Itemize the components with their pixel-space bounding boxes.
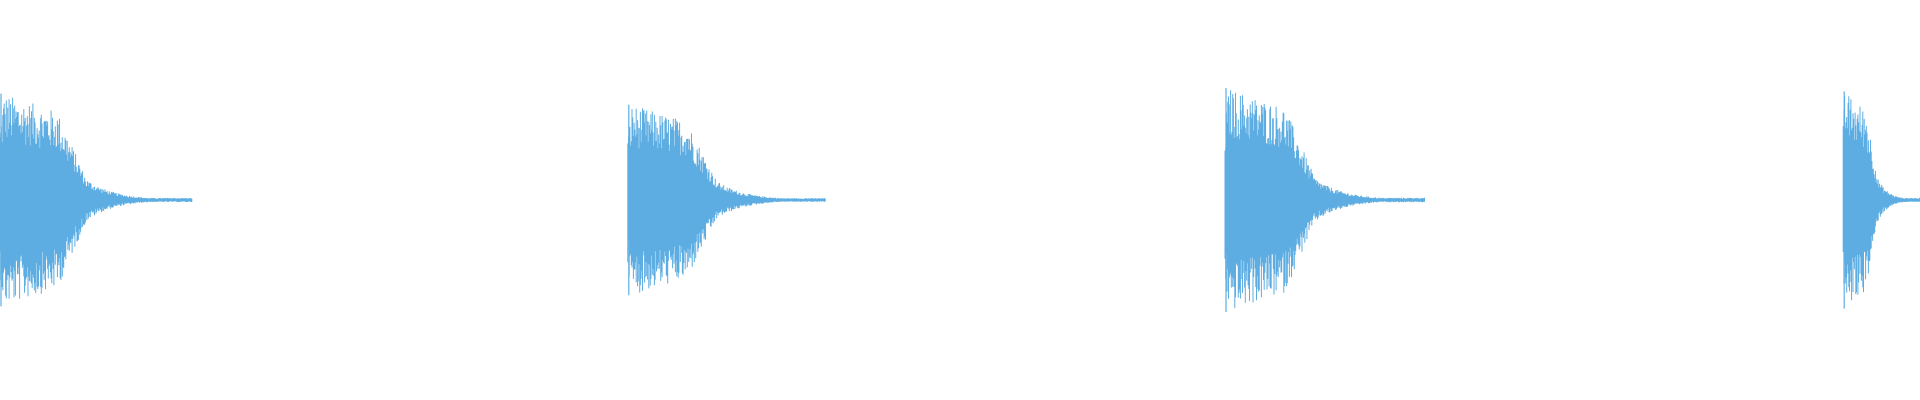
waveform-hit-3 <box>1224 90 1425 308</box>
waveform-hit-1 <box>0 97 193 299</box>
waveform-hit-4 <box>1842 96 1920 301</box>
waveform-hit-2 <box>627 108 826 293</box>
waveform-series <box>0 88 1920 312</box>
